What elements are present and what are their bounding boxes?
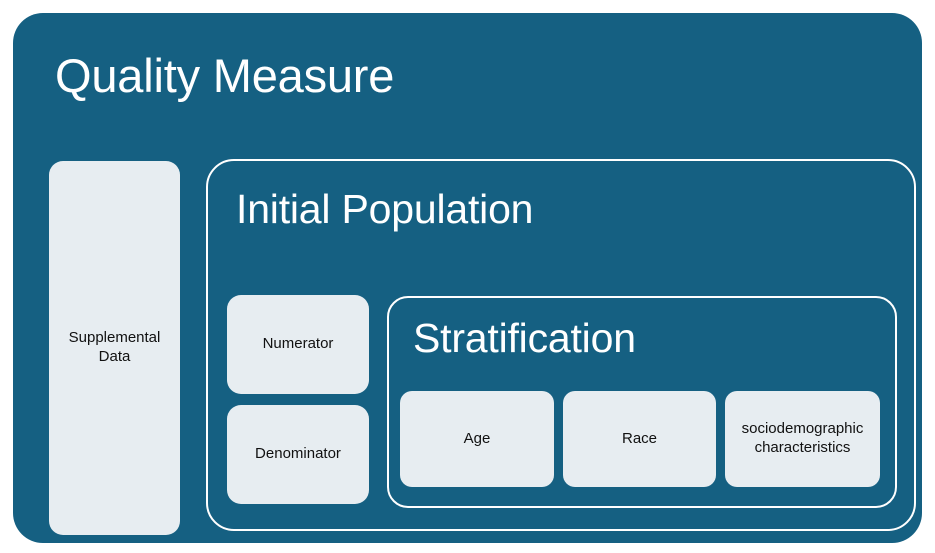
numerator-label: Numerator bbox=[262, 335, 334, 353]
numerator-box[interactable]: Numerator bbox=[227, 295, 369, 394]
stratification-box: Stratification Age Race sociodemographic… bbox=[387, 296, 897, 508]
initial-population-box: Initial Population Numerator Denominator… bbox=[206, 159, 916, 531]
stratification-item-race[interactable]: Race bbox=[563, 391, 716, 487]
supplemental-data-label-line2: Data bbox=[98, 348, 131, 365]
stratification-item-list: Age Race sociodemographic characteristic… bbox=[400, 391, 880, 487]
stratification-item-age-label: Age bbox=[463, 429, 491, 447]
stratification-item-sociodemographic-characteristics-label: sociodemographic characteristics bbox=[741, 420, 864, 456]
quality-measure-title: Quality Measure bbox=[55, 49, 395, 102]
supplemental-data-box[interactable]: Supplemental Data bbox=[49, 161, 180, 535]
supplemental-data-label-line1: Supplemental bbox=[68, 329, 161, 347]
stratification-item-race-label: Race bbox=[621, 429, 658, 447]
quality-measure-card: Quality Measure Supplemental Data Initia… bbox=[13, 13, 922, 543]
measure-component-column: Numerator Denominator bbox=[227, 295, 369, 504]
supplemental-data-label: Supplemental Data bbox=[69, 329, 161, 367]
stratification-item-sociodemographic-characteristics[interactable]: sociodemographic characteristics bbox=[725, 391, 880, 487]
denominator-box[interactable]: Denominator bbox=[227, 405, 369, 504]
denominator-label: Denominator bbox=[255, 445, 341, 463]
stratification-title: Stratification bbox=[413, 315, 636, 361]
initial-population-title: Initial Population bbox=[236, 186, 534, 232]
stratification-item-age[interactable]: Age bbox=[400, 391, 554, 487]
